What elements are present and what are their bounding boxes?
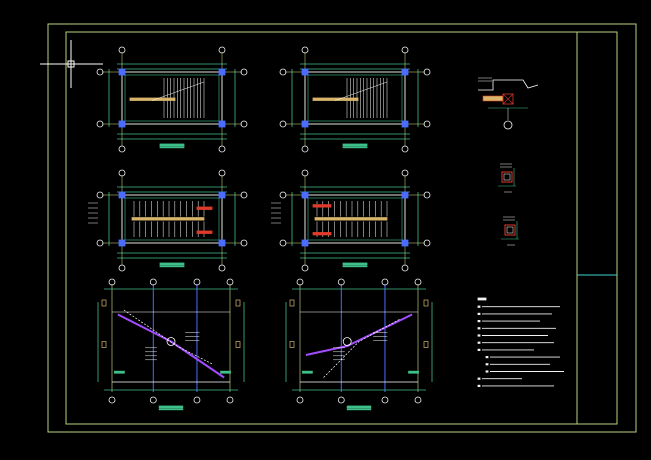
view-plan-4[interactable] — [271, 169, 431, 272]
sheet-outer-border — [47, 23, 637, 433]
detail-node-detail[interactable] — [478, 77, 539, 130]
detail-column-detail-1[interactable] — [498, 163, 516, 193]
view-plan-2[interactable] — [279, 46, 431, 153]
view-section-1[interactable] — [97, 278, 245, 411]
view-plan-3[interactable] — [88, 169, 248, 272]
view-section-2[interactable] — [285, 278, 433, 411]
detail-column-detail-2[interactable] — [501, 216, 519, 246]
design-notes — [477, 297, 564, 388]
sheet-inner-frame — [65, 31, 618, 425]
view-plan-1[interactable] — [96, 46, 248, 153]
crosshair-cursor[interactable] — [40, 40, 103, 88]
